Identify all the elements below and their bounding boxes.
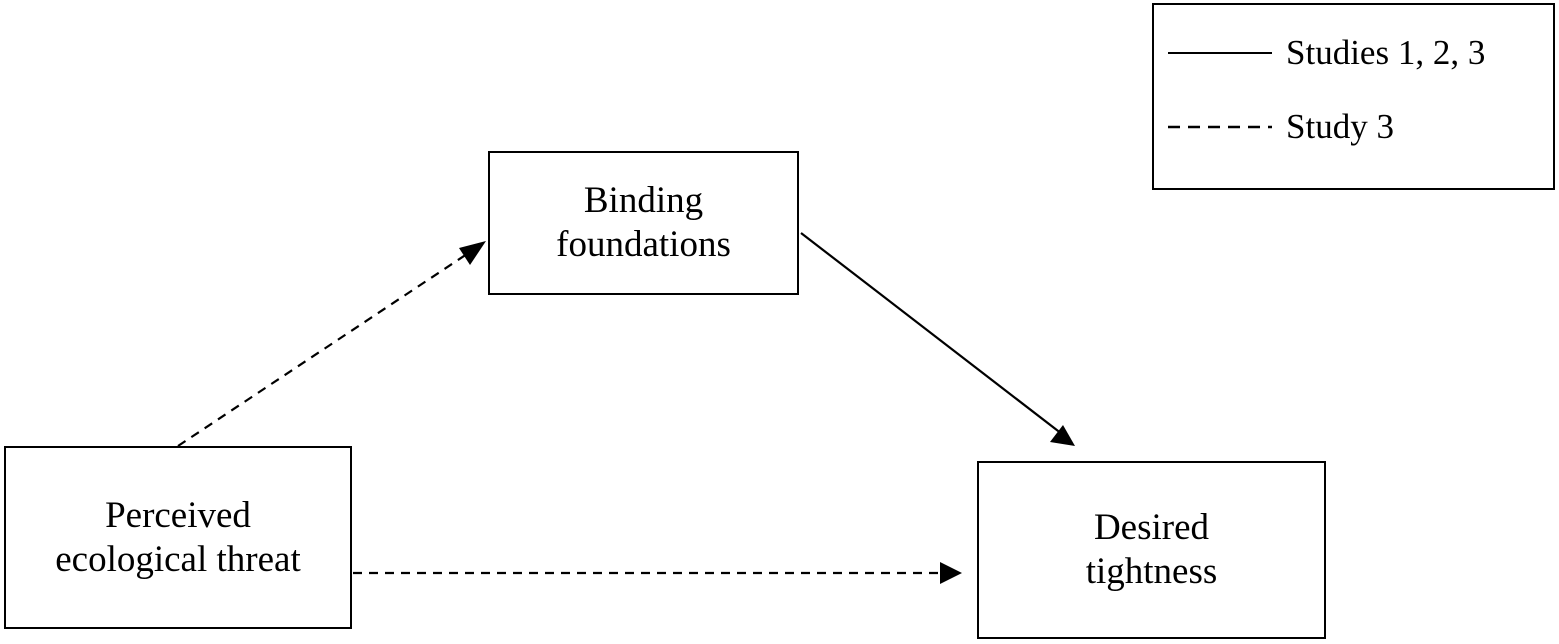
node-label-line: ecological threat (55, 538, 301, 580)
dashed-line-swatch (1168, 125, 1272, 129)
arrow-predictor-to-mediator (177, 241, 486, 447)
node-label-line: Perceived (105, 494, 251, 536)
solid-line-swatch (1168, 52, 1272, 54)
legend-item-solid: Studies 1, 2, 3 (1168, 33, 1485, 73)
legend-item-dashed: Study 3 (1168, 107, 1394, 147)
node-label-line: tightness (1085, 551, 1218, 592)
arrow-mediator-to-outcome (800, 232, 1075, 446)
node-perceived-ecological-threat: Perceived ecological threat (4, 446, 352, 629)
legend-label-solid: Studies 1, 2, 3 (1286, 33, 1486, 72)
node-label-line: foundations (556, 224, 731, 265)
legend: Studies 1, 2, 3 Study 3 (1152, 3, 1555, 190)
legend-label-dashed: Study 3 (1286, 107, 1394, 146)
node-label-line: Binding (583, 180, 704, 221)
node-binding-foundations: Binding foundations (488, 151, 799, 295)
arrow-predictor-to-outcome (353, 562, 962, 584)
node-label-line: Desired (1093, 507, 1210, 548)
node-desired-tightness: Desired tightness (977, 461, 1326, 639)
